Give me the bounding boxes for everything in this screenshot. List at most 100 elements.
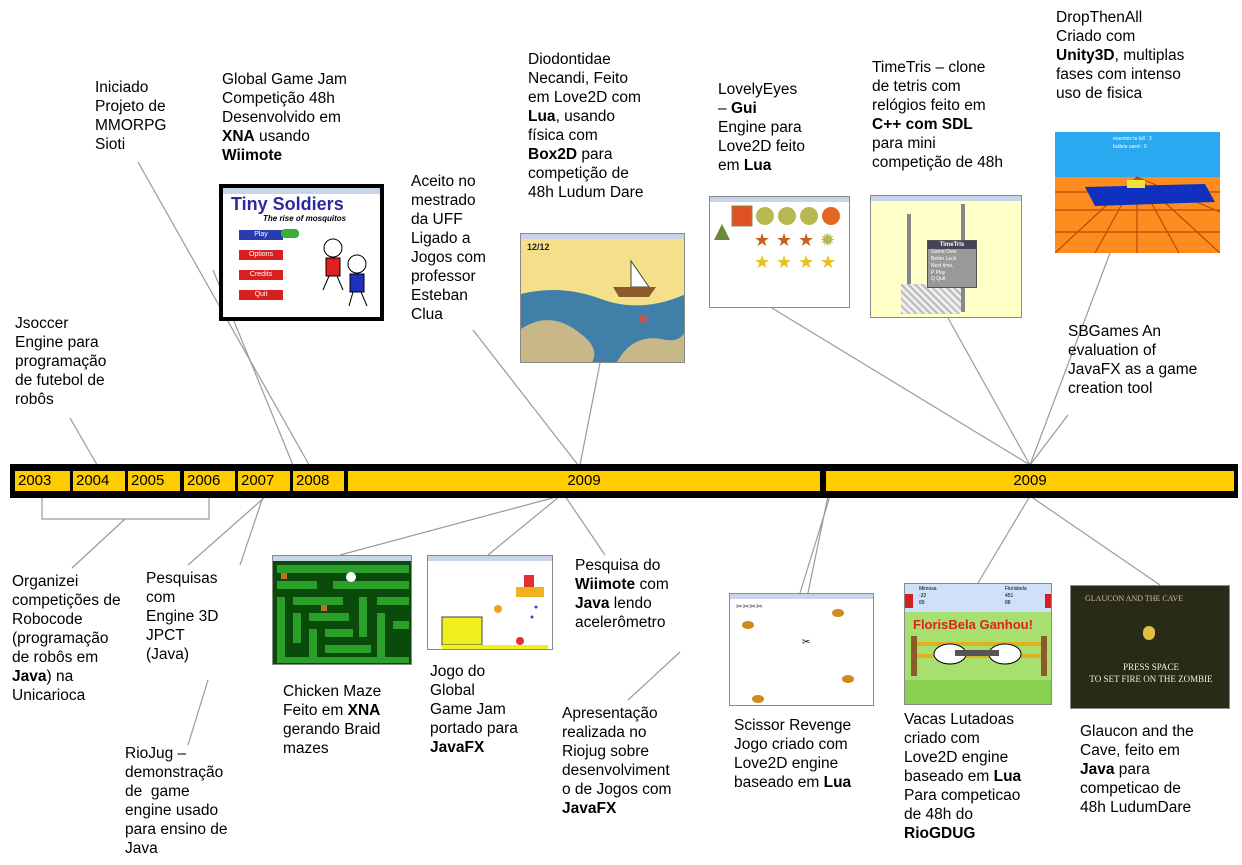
tiny-soldiers-title: Tiny Soldiers: [231, 194, 344, 214]
svg-text:★: ★: [754, 230, 770, 250]
connector-scissor-b: [807, 495, 829, 594]
connector-jogo-ggj: [487, 495, 561, 556]
connector-riojug: [187, 679, 209, 746]
svg-text:★: ★: [776, 252, 792, 272]
screenshot-chicken-maze: [272, 555, 412, 665]
svg-text:✹: ✹: [820, 230, 835, 250]
connector-lovely: [771, 307, 1031, 466]
note-jogo-ggj: Jogo do Global Game Jam portado para Jav…: [430, 663, 518, 756]
glaucon-character: [1143, 626, 1155, 640]
screenshot-tiny-soldiers: Tiny Soldiers The rise of mosquitos Play…: [219, 184, 384, 321]
note-scissor: Scissor Revenge Jogo criado com Love2D e…: [734, 717, 852, 791]
connector-apresent: [627, 651, 681, 701]
screenshot-jogo-ggj-javafx: [427, 555, 553, 650]
timetris-panel-line: Q Quit: [931, 276, 946, 282]
connector-vacas: [977, 495, 1031, 584]
glaucon-title: GLAUCON AND THE CAVE: [1085, 594, 1184, 603]
screenshot-timetris: TimeTris Game Over Better Luck Next time…: [870, 195, 1022, 318]
mosquito-sprite: [281, 229, 299, 238]
note-apresentacao: Apresentação realizada no Riojug sobre d…: [562, 705, 672, 817]
note-robocode: Organizei competições de Robocode (progr…: [12, 573, 121, 704]
year-2004: 2004: [73, 471, 125, 491]
svg-text:★: ★: [820, 252, 836, 272]
svg-text:★: ★: [776, 230, 792, 250]
connector-uff: [472, 329, 579, 466]
timetris-panel-line: Better Luck: [931, 256, 957, 262]
note-wiimote: Pesquisa do Wiimote com Java lendo acele…: [575, 557, 669, 631]
drop-hud-enemies: enemies to kill : 3: [1113, 136, 1152, 142]
soldier-figures: [322, 238, 368, 307]
chicken-maze-grid: [277, 565, 409, 663]
connector-timetris: [947, 317, 1031, 466]
screenshot-diodontidae: 12/12: [520, 233, 685, 363]
glaucon-prompt-1: PRESS SPACE: [1123, 662, 1179, 672]
screenshot-lovelyeyes: ★ ★ ★ ✹ ★ ★ ★ ★: [709, 196, 850, 308]
note-uff: Aceito no mestrado da UFF Ligado a Jogos…: [411, 173, 486, 323]
connector-jsoccer: [69, 417, 101, 471]
connector-wiimote: [564, 495, 606, 556]
connector-glaucon: [1029, 495, 1161, 586]
svg-text:✂✂✂✂: ✂✂✂✂: [736, 602, 763, 611]
tiny-menu-options: Options: [239, 250, 283, 260]
scissor-scene: ✂✂✂✂ ✂: [736, 602, 854, 703]
screenshot-dropthenall: enemies to kill : 3 bullets used : 0: [1055, 132, 1220, 253]
year-2008: 2008: [293, 471, 344, 491]
svg-text:✂: ✂: [802, 637, 810, 648]
timetris-panel-line: P Play: [931, 270, 946, 276]
year-2003: 2003: [15, 471, 70, 491]
vacas-p2-b: 88: [1005, 600, 1011, 606]
note-dropthenall: DropThenAll Criado com Unity3D, multipla…: [1056, 9, 1185, 102]
note-timetris: TimeTris – clone de tetris com relógios …: [872, 59, 1003, 171]
vacas-p2-name: Florisbela: [1005, 586, 1027, 592]
year-2007: 2007: [238, 471, 290, 491]
vacas-ring: [905, 636, 1051, 704]
glaucon-prompt-2: TO SET FIRE ON THE ZOMBIE: [1089, 674, 1213, 684]
svg-text:★: ★: [754, 252, 770, 272]
tiny-menu-credits: Credits: [239, 270, 283, 280]
note-chicken-maze: Chicken Maze Feito em XNA gerando Braid …: [283, 683, 382, 757]
note-vacas: Vacas Lutadoas criado com Love2D engine …: [904, 711, 1022, 842]
note-jsoccer: Jsoccer Engine para programação de futeb…: [15, 315, 107, 408]
year-2005: 2005: [128, 471, 180, 491]
screenshot-glaucon-cave: GLAUCON AND THE CAVE PRESS SPACE TO SET …: [1070, 585, 1230, 709]
connector-chicken: [339, 495, 561, 556]
svg-text:★: ★: [798, 230, 814, 250]
timetris-panel-title: TimeTris: [928, 241, 976, 249]
screenshot-scissor-revenge: ✂✂✂✂ ✂: [729, 593, 874, 706]
vacas-p1-b: 89: [919, 600, 925, 606]
year-2006: 2006: [184, 471, 235, 491]
connector-jpct: [187, 496, 266, 566]
note-diodon: Diodontidae Necandi, Feito em Love2D com…: [528, 51, 644, 201]
vacas-p2-a: 451: [1005, 593, 1014, 599]
tiny-menu-play: Play: [239, 230, 283, 240]
screenshot-vacas-lutadoas: Mimosa -32 89 Florisbela 451 88 FlorisBe…: [904, 583, 1052, 705]
svg-text:★: ★: [798, 252, 814, 272]
connector-diodon: [579, 362, 601, 466]
diodon-scene: [521, 259, 684, 362]
note-glaucon: Glaucon and the Cave, feito em Java para…: [1080, 723, 1194, 816]
drop-hud-bullets: bullets used : 0: [1113, 144, 1147, 150]
connector-drop: [1029, 252, 1111, 466]
note-sioti: Iniciado Projeto de MMORPG Sioti: [95, 79, 167, 153]
bracket-robocode: [41, 498, 210, 520]
vacas-banner: FlorisBela Ganhou!: [913, 617, 1033, 632]
timetris-panel-line: Game Over: [931, 249, 957, 255]
tiny-soldiers-subtitle: The rise of mosquitos: [263, 214, 347, 223]
connector-robocode: [71, 518, 126, 569]
tiny-menu-quit: Quit: [239, 290, 283, 300]
note-lovelyeyes: LovelyEyes – Gui Engine para Love2D feit…: [718, 81, 806, 174]
dropthenall-scene: [1055, 132, 1220, 253]
connector-jpct-b: [239, 496, 264, 566]
connector-sbgames: [1029, 414, 1069, 466]
note-riojug: RioJug – demonstração de game engine usa…: [125, 745, 228, 857]
period-2009-a: 2009: [348, 471, 820, 491]
timetris-panel-line: Next time,: [931, 263, 954, 269]
note-sbgames: SBGames An evaluation of JavaFX as a gam…: [1068, 323, 1198, 397]
vacas-p1-a: -32: [919, 593, 927, 599]
timetris-gameover-panel: TimeTris Game Over Better Luck Next time…: [927, 240, 977, 288]
note-jpct: Pesquisas com Engine 3D JPCT (Java): [146, 570, 219, 663]
jogo-ggj-scene: [441, 575, 548, 649]
note-ggj: Global Game Jam Competição 48h Desenvolv…: [222, 71, 347, 164]
diodon-hud: 12/12: [527, 242, 550, 252]
